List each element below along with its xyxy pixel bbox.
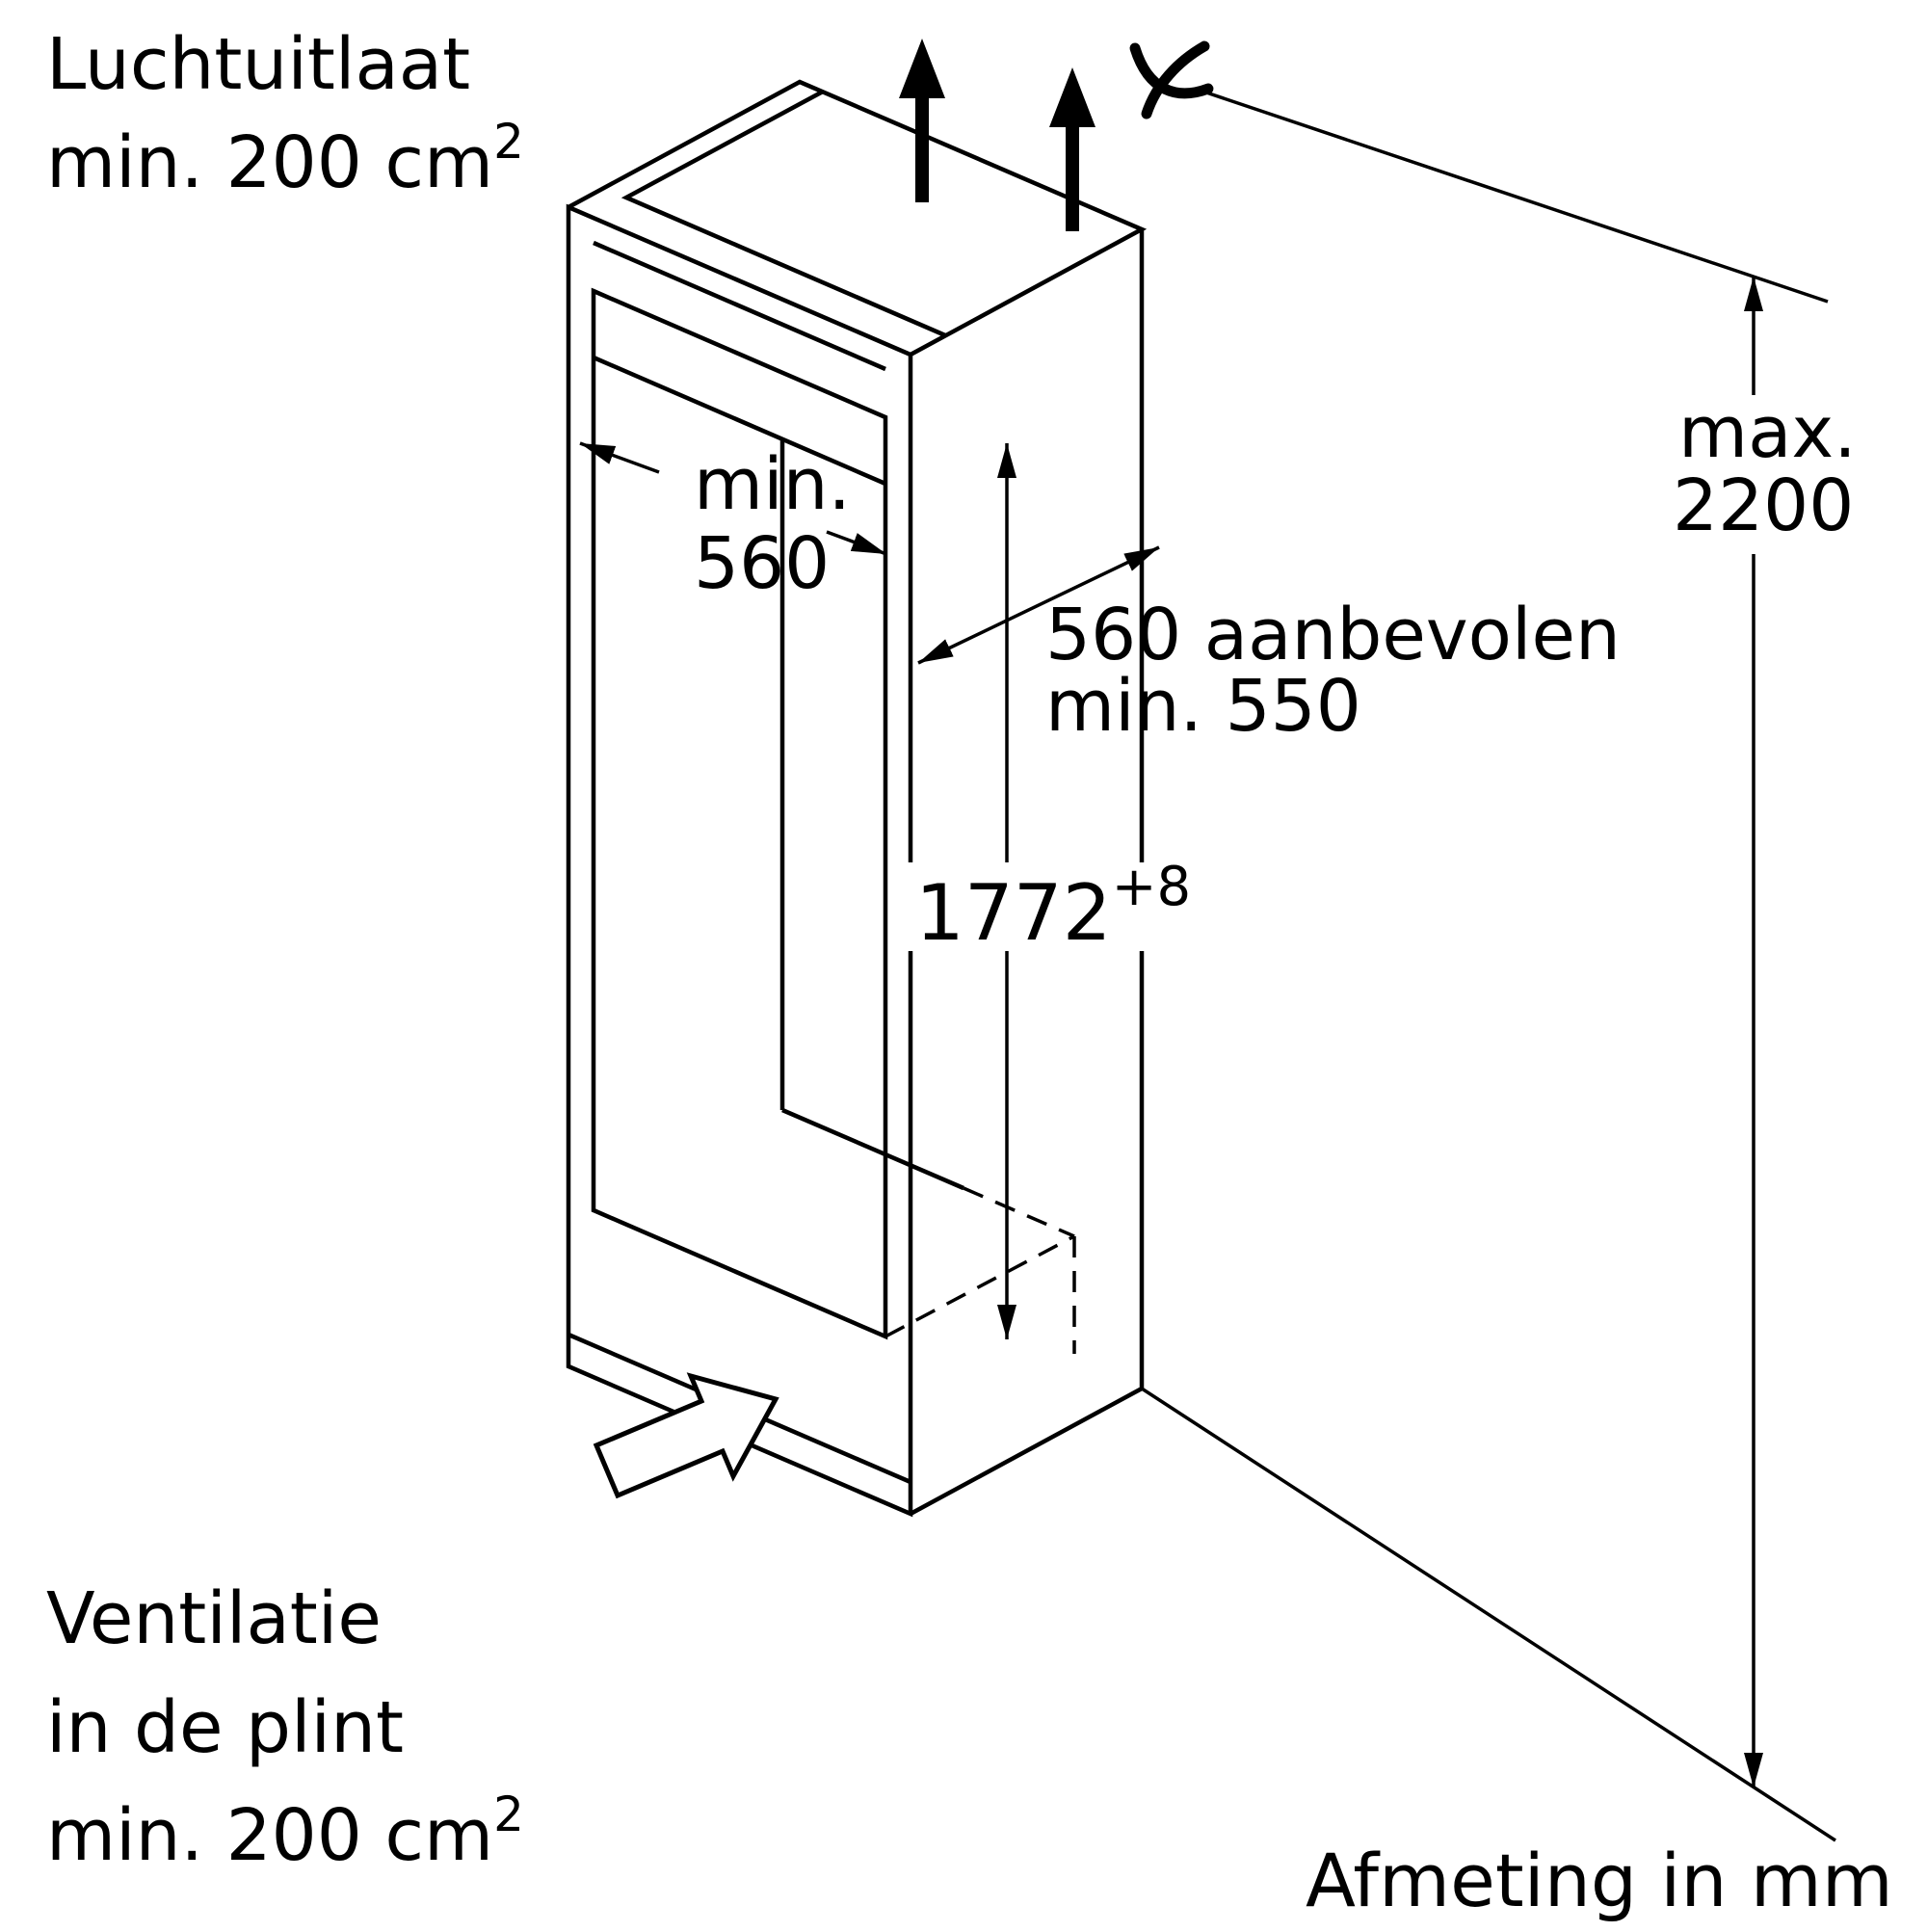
plinth-vent-label-line3: min. 200 cm2 xyxy=(46,1786,524,1877)
hidden-edges xyxy=(884,1186,1076,1354)
air-outlet-label-value: min. 200 cm xyxy=(46,121,493,204)
niche-depth-label-line1: 560 aanbevolen xyxy=(1045,594,1621,676)
top-panel-edge-line xyxy=(593,240,886,372)
max-height-label-line2: 2200 xyxy=(1673,464,1854,547)
air-outlet-label-line2: min. 200 cm2 xyxy=(46,114,524,204)
leader-top xyxy=(1202,90,1829,304)
max-height-label-line1: max. xyxy=(1678,391,1857,474)
plinth-vent-label-line1: Ventilatie xyxy=(46,1577,382,1660)
interior-ceiling-line xyxy=(593,355,886,487)
niche-height-value: 1772 xyxy=(915,868,1112,958)
niche-height-tolerance: +8 xyxy=(1112,856,1192,918)
airflow-up-arrow-2-head xyxy=(1049,67,1095,127)
hidden-floor-right-edge xyxy=(884,1234,1075,1338)
vent-symbol-icon xyxy=(1129,42,1214,99)
air-outlet-label-line1: Luchtuitlaat xyxy=(46,23,470,106)
niche-height-label-bg xyxy=(901,862,1224,951)
dim-niche-depth xyxy=(917,545,1160,665)
cabinet-front-face-outline xyxy=(566,203,913,1518)
dimension-lines xyxy=(579,90,1836,1842)
niche-depth-label-line2: min. 550 xyxy=(1045,665,1361,748)
dim-niche-width-right xyxy=(826,530,887,556)
airflow-arrows xyxy=(899,39,1214,231)
cabinet-top-face-outline xyxy=(567,79,1148,357)
plinth-vent-arrow xyxy=(593,1372,779,1499)
max-height-label-bg xyxy=(1665,395,1911,554)
air-outlet-label-sup: 2 xyxy=(493,114,524,170)
hidden-floor-back-edge xyxy=(963,1186,1075,1238)
leader-bottom xyxy=(1141,1387,1836,1842)
vent-symbol-icon xyxy=(1141,40,1210,119)
niche-height-label: 1772+8 xyxy=(915,856,1191,958)
plinth-vent-label-value: min. 200 cm xyxy=(46,1794,493,1877)
labels: Luchtuitlaat min. 200 cm2 min. 560 560 a… xyxy=(46,23,1893,1923)
plinth-vent-label-line2: in de plint xyxy=(46,1686,404,1769)
cabinet-drawing xyxy=(566,79,1148,1518)
niche-floor-back-edge xyxy=(781,1107,964,1191)
units-note-label: Afmeting in mm xyxy=(1306,1838,1893,1923)
niche-width-label-line2: 560 xyxy=(694,522,830,605)
top-face-inner-border xyxy=(620,90,946,338)
plinth-vent-label-sup: 2 xyxy=(493,1786,524,1842)
niche-width-label-line1: min. xyxy=(694,443,851,526)
dim-niche-width-left xyxy=(579,441,660,474)
airflow-up-arrow-1-head xyxy=(899,39,945,98)
